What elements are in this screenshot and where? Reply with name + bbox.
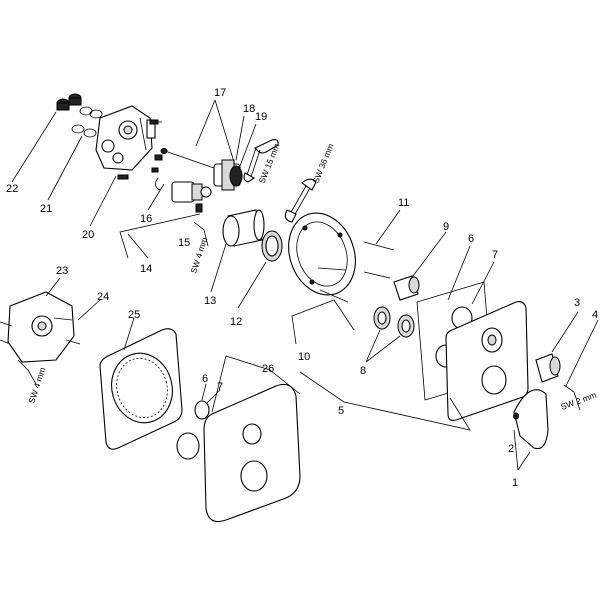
callout-21: 21	[40, 203, 52, 215]
callout-19: 19	[255, 111, 267, 123]
callout-23: 23	[56, 265, 68, 277]
part-9-extension	[393, 275, 420, 301]
part-21-o-rings	[71, 106, 103, 138]
part-10-mounting-plate	[288, 212, 356, 303]
callout-11: 11	[398, 197, 409, 209]
callout-2: 2	[508, 443, 514, 455]
callout-17: 17	[214, 87, 226, 99]
wrench-36mm-icon	[284, 178, 317, 223]
callout-7: 7	[492, 249, 498, 261]
callout-5: 5	[338, 405, 344, 417]
part-11-screws	[363, 241, 395, 279]
callout-14: 14	[140, 263, 152, 275]
part-8-nuts	[373, 306, 415, 338]
callout-26: 26	[262, 363, 274, 375]
callout-6: 6	[468, 233, 474, 245]
label-sw-4mm-upper: SW 4 mm	[188, 236, 209, 275]
part-3-knob	[535, 353, 561, 383]
callout-1: 1	[512, 477, 518, 489]
callout-18: 18	[243, 103, 255, 115]
callout-15: 15	[178, 237, 190, 249]
part-5-cover-plate	[445, 301, 529, 421]
part-23-24-valve-body	[0, 291, 81, 363]
part-16-cartridge	[155, 177, 212, 213]
callout-25: 25	[128, 309, 140, 321]
callout-22: 22	[6, 183, 18, 195]
part-2-lever-handle	[513, 389, 549, 450]
leader-lines	[11, 99, 599, 471]
part-6-7-o-rings-lower	[176, 400, 210, 460]
callout-16: 16	[140, 213, 152, 225]
part-17-spindle	[160, 148, 215, 169]
callout-8: 8	[360, 365, 366, 377]
part-12-nut-ring	[261, 230, 283, 262]
callout-12: 12	[230, 316, 242, 328]
wrench-15mm-icon	[243, 139, 279, 183]
label-sw-4mm-lower: SW 4 mm	[26, 366, 47, 405]
callout-9: 9	[443, 221, 449, 233]
callout-4: 4	[592, 309, 598, 321]
callout-3: 3	[574, 297, 580, 309]
callout-6-lower: 6	[202, 373, 208, 385]
part-13-sleeve	[222, 209, 265, 247]
allen-key-4mm-lower-icon	[17, 359, 37, 385]
callout-7-lower: 7	[217, 381, 223, 393]
label-sw-36mm: SW 36 mm	[311, 142, 336, 185]
part-15-allen-key	[193, 221, 209, 247]
part-22-nut	[56, 93, 82, 111]
callout-numbers: 22 21 20 17 18 19 16 15 14 13 12 10 11 9…	[6, 87, 598, 489]
callout-24: 24	[97, 291, 109, 303]
label-sw-2mm: SW 2 mm	[559, 390, 597, 412]
part-20-valve-body	[95, 105, 156, 180]
allen-key-2mm-icon	[563, 384, 581, 411]
part-20-screws	[149, 119, 163, 173]
part-25-mounting-frame	[99, 328, 183, 450]
callout-10: 10	[298, 351, 310, 363]
callout-20: 20	[82, 229, 94, 241]
part-26-cover	[203, 383, 301, 523]
part-18-19-cartridge	[213, 159, 243, 191]
callout-13: 13	[204, 295, 216, 307]
